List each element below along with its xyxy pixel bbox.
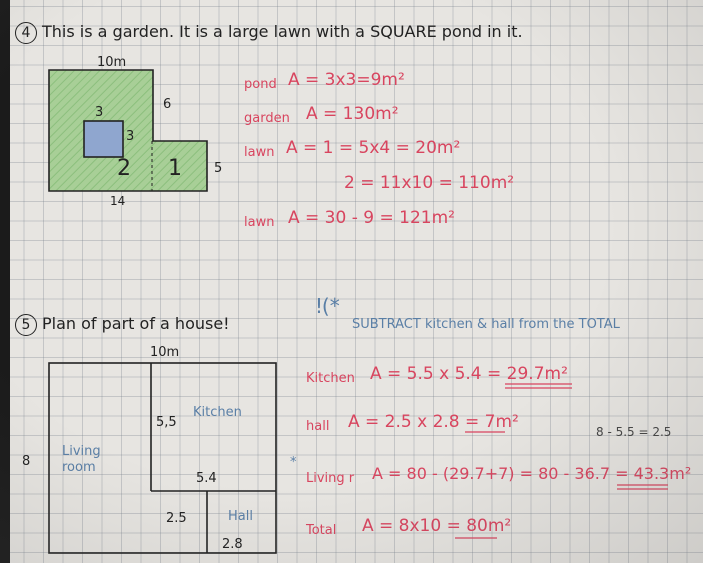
calc5-0-label: Kitchen	[306, 371, 355, 386]
calc5-3-formula: A = 8x10 = 80m²	[362, 516, 512, 536]
lawn-shape	[48, 69, 208, 192]
calc5-2-label: Living r	[306, 471, 355, 486]
pond-square	[83, 120, 124, 158]
calc4-1-label: garden	[244, 111, 290, 126]
exercise-4-number: 4	[15, 22, 37, 44]
calc5-3-label: Total	[306, 523, 337, 538]
calc4-2-label: lawn	[244, 145, 275, 160]
hall-bottom-dim: 2.8	[222, 537, 243, 552]
plan-top-dim: 10m	[150, 345, 180, 360]
plan-left-dim: 8	[22, 454, 31, 469]
kitchen-bottom-dim: 5.4	[196, 471, 217, 486]
calc4-4-label: lawn	[244, 215, 275, 230]
pond-side-dim: 3	[126, 129, 135, 144]
living-room-label: Living room	[62, 444, 101, 476]
pond-top-dim: 3	[95, 105, 104, 120]
calc5-1-formula: A = 2.5 x 2.8 = 7m²	[348, 412, 519, 432]
calc4-0-label: pond	[244, 77, 277, 92]
calc4-1-formula: A = 130m²	[306, 104, 399, 124]
exercise-5-title: Plan of part of a house!	[42, 314, 230, 333]
region-1-label: 1	[168, 156, 182, 181]
kitchen-label: Kitchen	[193, 405, 242, 420]
house-outline	[48, 362, 277, 554]
left-shadow-edge	[0, 0, 10, 563]
exercise-5-note: SUBTRACT kitchen & hall from the TOTAL	[352, 317, 620, 332]
garden-top-dim: 10m	[97, 55, 127, 70]
calc4-2-formula: A = 1 = 5x4 = 20m²	[286, 138, 461, 158]
calc5-1-label: hall	[306, 419, 330, 434]
calc4-0-formula: A = 3x3=9m²	[288, 70, 405, 90]
hall-label: Hall	[228, 509, 253, 524]
asterisk-icon: *	[290, 455, 297, 470]
garden-right-lower-dim: 5	[214, 161, 223, 176]
calc5-0-formula: A = 5.5 x 5.4 = 29.7m²	[370, 364, 568, 384]
calc5-2-formula: A = 80 - (29.7+7) = 80 - 36.7 = 43.3m²	[372, 464, 692, 483]
region-2-label: 2	[117, 156, 131, 181]
garden-right-upper-dim: 6	[163, 97, 172, 112]
calc4-4-formula: A = 30 - 9 = 121m²	[288, 208, 455, 228]
hall-side-dim: 2.5	[166, 511, 187, 526]
side-calculation: 8 - 5.5 = 2.5	[596, 425, 672, 439]
exercise-4-title: This is a garden. It is a large lawn wit…	[42, 22, 523, 41]
exercise-5-number: 5	[15, 314, 37, 336]
calc4-3-formula: 2 = 11x10 = 110m²	[344, 173, 515, 193]
kitchen-side-dim: 5,5	[156, 415, 177, 430]
garden-bottom-dim: 14	[110, 194, 126, 208]
note-marker-icon: ǃ(*	[316, 294, 340, 318]
